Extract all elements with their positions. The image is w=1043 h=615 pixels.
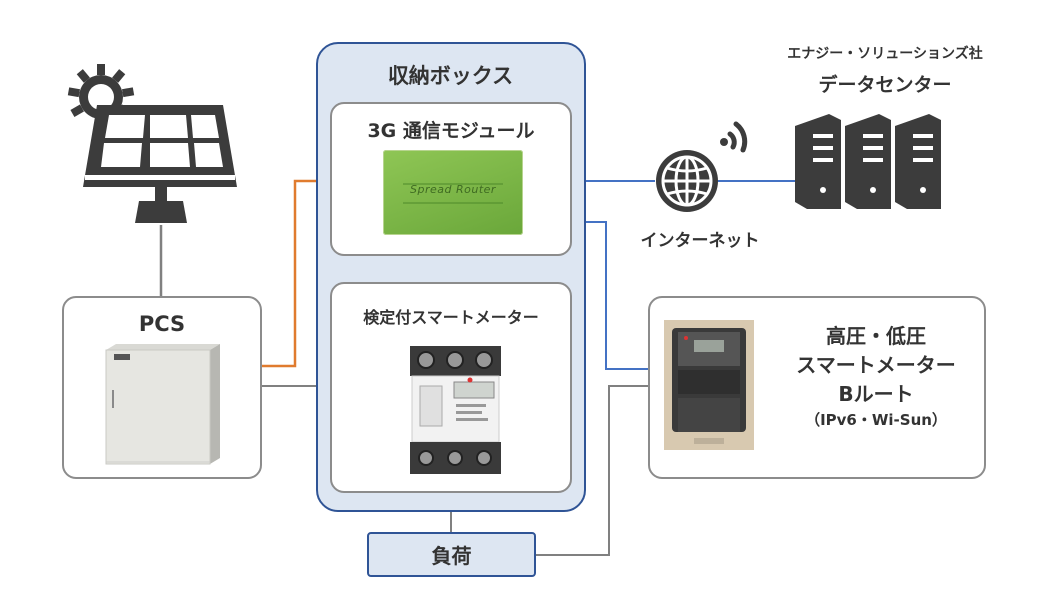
sun-gear-icon (67, 64, 135, 119)
smart-meter-card: 検定付スマートメーター (330, 282, 572, 493)
comm-module-title: 3G 通信モジュール (367, 120, 535, 142)
router-device-image (383, 150, 523, 235)
datacenter-company: エナジー・ソリューションズ社 (787, 46, 983, 62)
load-box: 負荷 (367, 532, 536, 577)
hv-meter-line4: （IPv6・Wi-Sun） (805, 411, 947, 429)
load-label: 負荷 (431, 544, 472, 568)
pcs-label: PCS (138, 312, 186, 336)
router-device-label: Spread Router (410, 183, 496, 196)
internet-label: インターネット (640, 231, 760, 251)
smart-meter-icon (410, 346, 501, 474)
hv-meter-line2: スマートメーター (796, 353, 956, 377)
storage-box-title: 収納ボックス (387, 64, 514, 88)
pcs-cabinet-icon (105, 344, 220, 465)
datacenter-name: データセンター (818, 74, 952, 96)
globe-icon (656, 121, 748, 212)
wifi-signal-icon (720, 121, 748, 153)
load-hvmeter-line (536, 385, 648, 556)
smart-meter-title: 検定付スマートメーター (363, 308, 539, 327)
pcs-card: PCS (62, 296, 262, 479)
pcs-comm-line (262, 179, 330, 368)
hv-meter-card: 高圧・低圧 スマートメーター Bルート （IPv6・Wi-Sun） (648, 296, 986, 479)
hv-meter-icon (664, 320, 754, 450)
comm-hvmeter-line (572, 221, 648, 370)
solar-panel-icon (67, 64, 237, 223)
hv-meter-line3: Bルート (838, 382, 914, 406)
hv-meter-line1: 高圧・低圧 (826, 324, 926, 348)
server-rack-icon (795, 114, 941, 209)
